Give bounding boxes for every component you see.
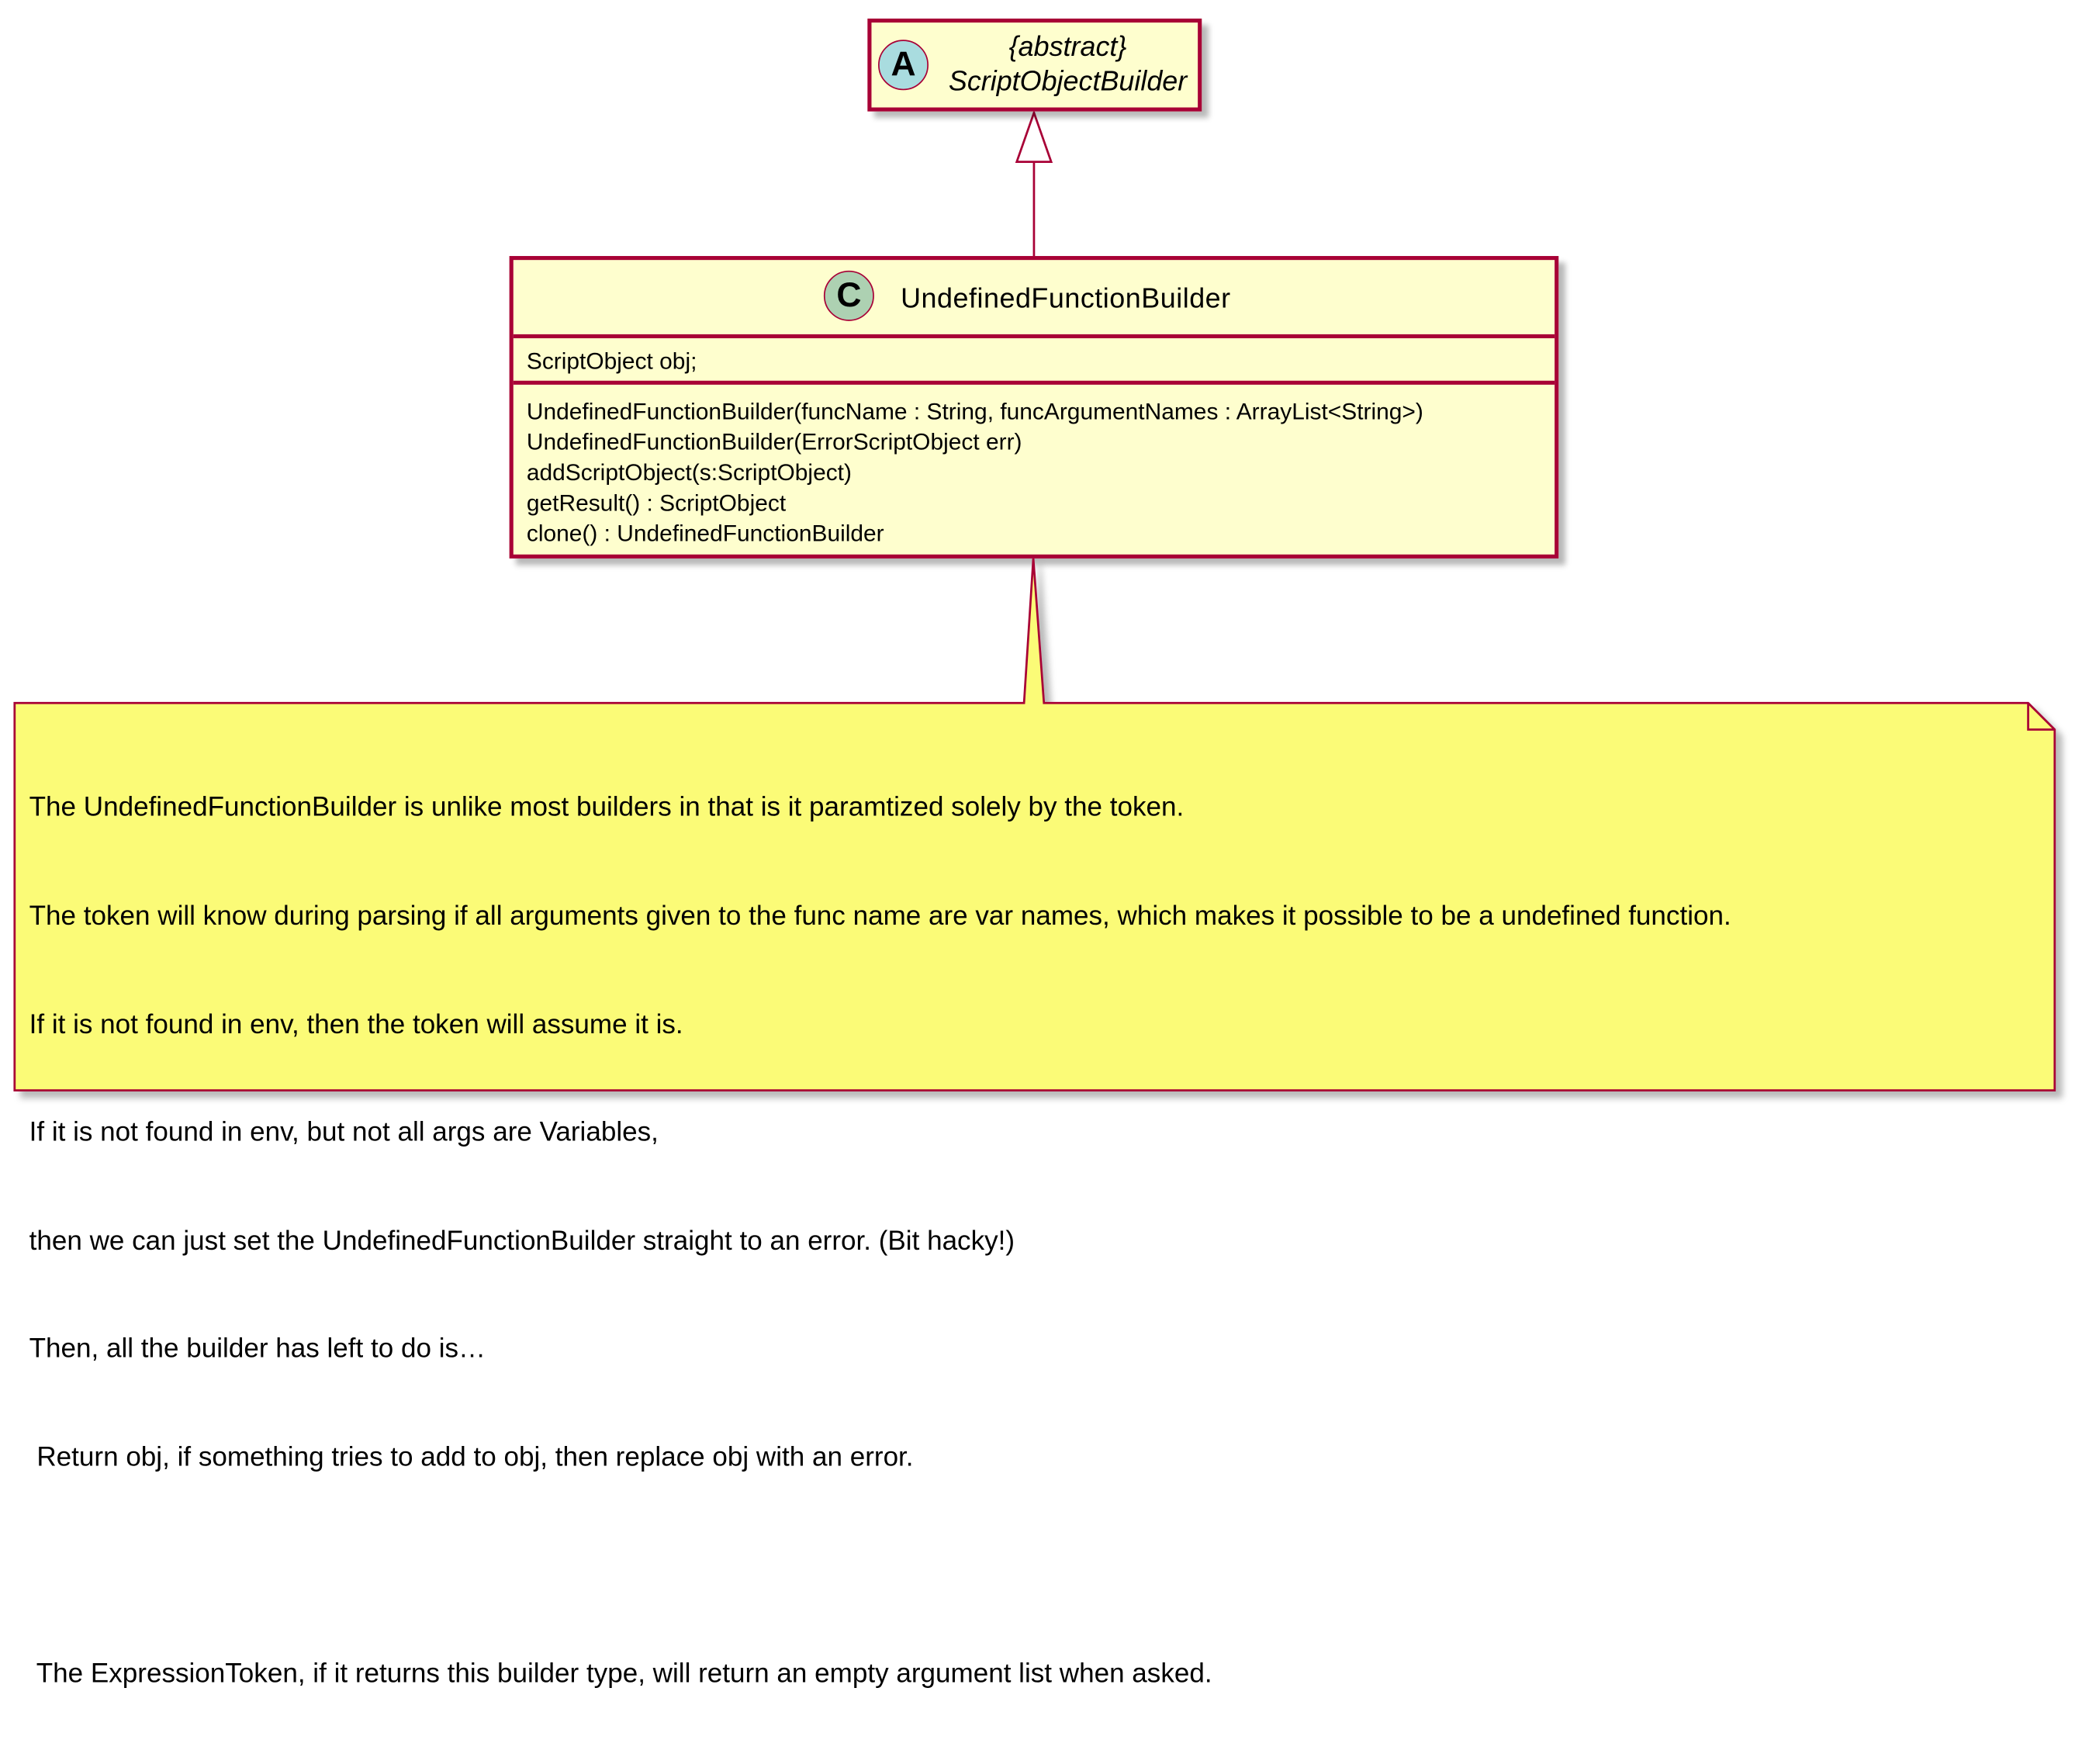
note-text: The UndefinedFunctionBuilder is unlike m… bbox=[29, 718, 1731, 1764]
class-header-divider bbox=[513, 334, 1555, 339]
note-line: then we can just set the UndefinedFuncti… bbox=[29, 1225, 1015, 1257]
class-fields-divider bbox=[513, 380, 1555, 385]
note-line: Return obj, if something tries to add to… bbox=[29, 1441, 914, 1473]
method-item: addScriptObject(s:ScriptObject) bbox=[526, 458, 852, 486]
method-item: UndefinedFunctionBuilder(funcName : Stri… bbox=[526, 398, 1423, 425]
class-name: UndefinedFunctionBuilder bbox=[901, 283, 1231, 315]
class-undefined-function-builder[interactable]: C UndefinedFunctionBuilder ScriptObject … bbox=[509, 256, 1559, 559]
abstract-modifier: {abstract} bbox=[1008, 32, 1127, 63]
note-folded-corner bbox=[2027, 703, 2055, 731]
abstract-class-header: {abstract} ScriptObjectBuilder bbox=[936, 30, 1201, 99]
method-item: clone() : UndefinedFunctionBuilder bbox=[526, 520, 884, 547]
class-icon: C bbox=[823, 270, 874, 321]
abstract-class-name: ScriptObjectBuilder bbox=[948, 66, 1188, 97]
class-fields: ScriptObject obj; bbox=[527, 346, 697, 376]
abstract-class-script-object-builder[interactable]: A {abstract} ScriptObjectBuilder bbox=[867, 18, 1202, 112]
diagram-note[interactable]: The UndefinedFunctionBuilder is unlike m… bbox=[13, 558, 2056, 1689]
abstract-class-icon: A bbox=[878, 40, 929, 91]
diagram-connectors bbox=[1015, 109, 1053, 257]
note-line: The UndefinedFunctionBuilder is unlike m… bbox=[29, 792, 1185, 823]
note-line: If it is not found in env, then the toke… bbox=[29, 1008, 683, 1039]
method-item: UndefinedFunctionBuilder(ErrorScriptObje… bbox=[526, 428, 1022, 455]
note-line: If it is not found in env, but not all a… bbox=[29, 1117, 659, 1148]
note-line: The ExpressionToken, if it returns this … bbox=[29, 1658, 1212, 1690]
field-item: ScriptObject obj; bbox=[526, 348, 697, 375]
class-methods: UndefinedFunctionBuilder(funcName : Stri… bbox=[527, 396, 1423, 549]
note-shape bbox=[13, 558, 2056, 1091]
uml-class-diagram: A {abstract} ScriptObjectBuilder C Undef… bbox=[13, 18, 2056, 1689]
note-line: Then, all the builder has left to do is… bbox=[29, 1333, 486, 1365]
note-line: ​ bbox=[29, 1548, 1731, 1584]
method-item: getResult() : ScriptObject bbox=[526, 489, 787, 517]
note-line: The token will know during parsing if al… bbox=[29, 901, 1731, 932]
inheritance-arrowhead bbox=[1015, 109, 1053, 163]
